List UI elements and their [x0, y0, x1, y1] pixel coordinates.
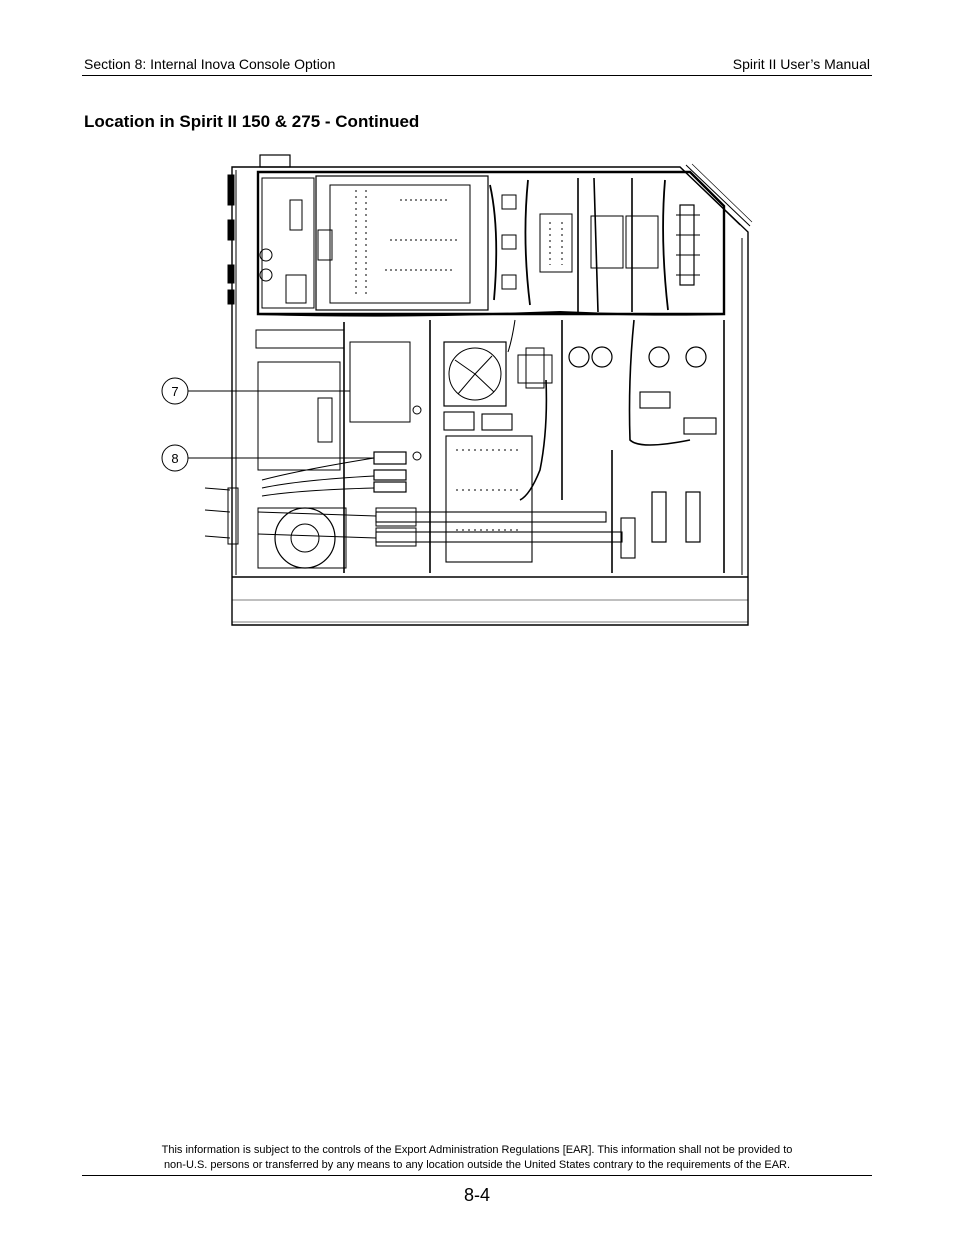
page-number: 8-4 — [463, 1185, 490, 1205]
bus-bars — [257, 507, 623, 547]
export-control-notice: This information is subject to the contr… — [82, 1143, 872, 1173]
left-lower-compartment — [204, 322, 422, 573]
callout-label-8: 8 — [171, 451, 178, 466]
export-notice-line-2: non-U.S. persons or transferred by any m… — [163, 1159, 791, 1171]
page-heading: Location in Spirit II 150 & 275 - Contin… — [84, 112, 420, 131]
export-notice-line-1: This information is subject to the contr… — [161, 1144, 793, 1156]
cabinet-outline — [227, 154, 753, 626]
callout-label-7: 7 — [171, 384, 178, 399]
right-lower-area — [611, 319, 725, 573]
upper-compartment — [256, 170, 726, 317]
center-panel — [429, 319, 707, 573]
callout-7 — [161, 377, 350, 405]
callout-8 — [161, 444, 374, 472]
header-rule — [82, 75, 872, 76]
footer-rule — [82, 1175, 872, 1176]
header-section-title: Section 8: Internal Inova Console Option — [84, 56, 336, 72]
header-manual-title: Spirit II User’s Manual — [732, 56, 870, 72]
cabinet-diagram: 7 8 — [150, 150, 760, 630]
